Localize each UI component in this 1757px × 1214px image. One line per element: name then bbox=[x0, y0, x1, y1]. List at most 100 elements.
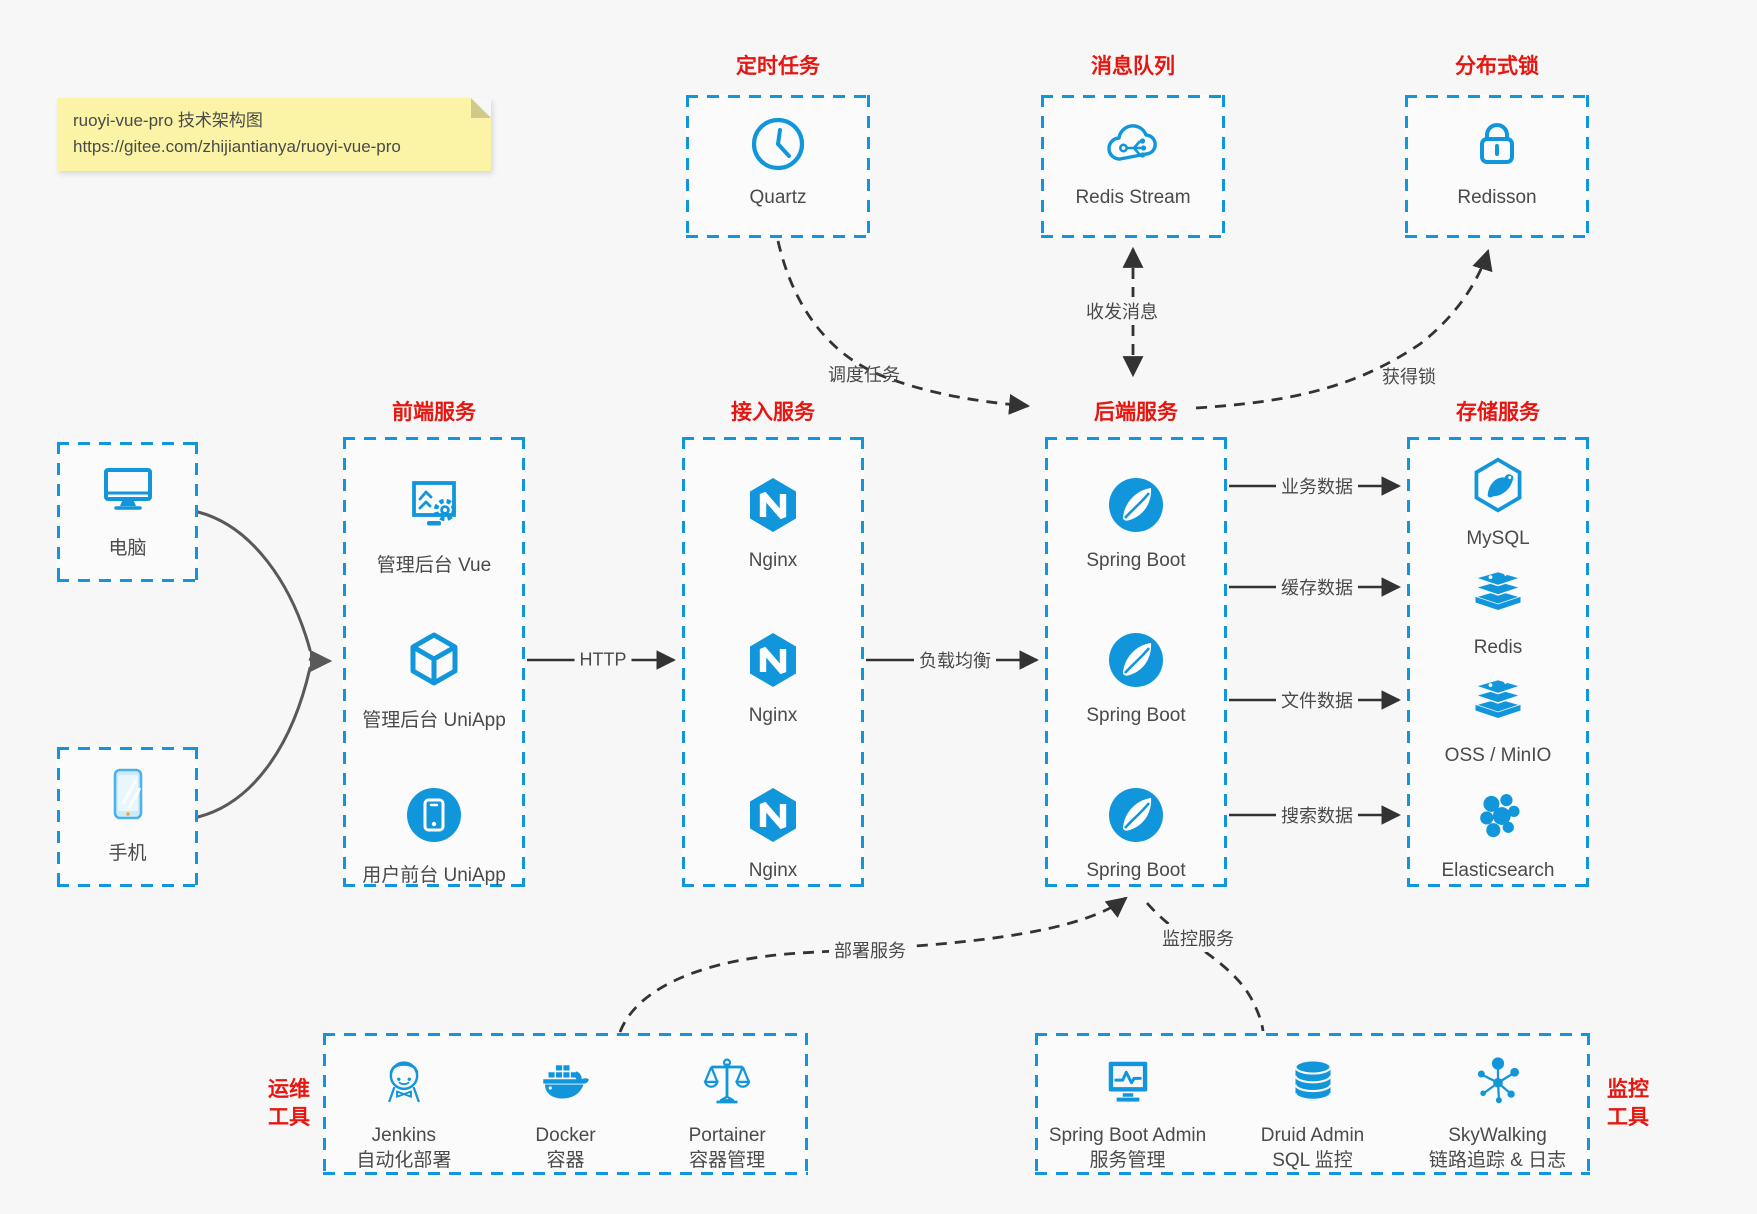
frontend-item-admin-uniapp: 管理后台 UniApp bbox=[343, 628, 525, 732]
edge-schedule-task bbox=[776, 240, 1031, 415]
user-uniapp-label: 用户前台 UniApp bbox=[362, 865, 506, 886]
title-message-queue: 消息队列 bbox=[1091, 55, 1175, 78]
edge-pc-to-frontend bbox=[196, 510, 312, 652]
skywalking-icon bbox=[1470, 1053, 1526, 1114]
redis-label: Redis bbox=[1473, 637, 1523, 658]
user-uniapp-icon bbox=[402, 783, 466, 852]
frontend-item-user-uniapp: 用户前台 UniApp bbox=[343, 783, 525, 887]
springboot-label: Spring Boot bbox=[1086, 705, 1186, 726]
pc-label: 电脑 bbox=[108, 538, 147, 559]
nginx-label: Nginx bbox=[748, 550, 798, 571]
monitor-item-spring-boot-admin: Spring Boot Admin 服务管理 bbox=[1035, 1033, 1220, 1175]
redis-stream-label: Redis Stream bbox=[1075, 187, 1191, 208]
desktop-icon bbox=[96, 457, 160, 526]
monitor-tools-side-label: 监控 工具 bbox=[1607, 1078, 1649, 1130]
clock-icon bbox=[746, 112, 810, 181]
monitor-item-skywalking: SkyWalking 链路追踪 & 日志 bbox=[1405, 1033, 1590, 1175]
springboot-label: Spring Boot bbox=[1086, 860, 1186, 881]
edge-label-file-data: 文件数据 bbox=[1276, 686, 1358, 714]
mysql-icon bbox=[1468, 455, 1528, 520]
access-item-nginx-2: Nginx bbox=[682, 628, 864, 727]
spring-boot-admin-label: Spring Boot Admin bbox=[1048, 1125, 1207, 1146]
edge-acquire-lock bbox=[1195, 248, 1493, 410]
ops-item-jenkins: Jenkins 自动化部署 bbox=[323, 1033, 485, 1175]
nginx-icon bbox=[741, 783, 805, 852]
box-ops-tools: Jenkins 自动化部署 Docker 容器 Portainer bbox=[323, 1033, 808, 1175]
box-backend: Spring Boot Spring Boot Spring Boot bbox=[1045, 437, 1227, 887]
edge-label-http: HTTP bbox=[574, 648, 632, 672]
edge-phone-to-frontend bbox=[196, 666, 312, 819]
spring-boot-admin-sub-label: 服务管理 bbox=[1089, 1150, 1166, 1172]
title-access: 接入服务 bbox=[731, 401, 815, 424]
title-backend: 后端服务 bbox=[1094, 401, 1178, 424]
spring-icon bbox=[1104, 783, 1168, 852]
edge-label-business-data: 业务数据 bbox=[1276, 472, 1358, 500]
mysql-label: MySQL bbox=[1466, 528, 1530, 549]
elasticsearch-icon bbox=[1468, 787, 1528, 852]
edge-label-lock: 获得锁 bbox=[1382, 367, 1436, 387]
box-pc: 电脑 bbox=[57, 442, 198, 582]
spring-icon bbox=[1104, 473, 1168, 542]
title-distributed-lock: 分布式锁 bbox=[1455, 55, 1539, 78]
redis-stack-icon bbox=[1468, 564, 1528, 629]
edge-clients-arrow bbox=[308, 649, 333, 673]
note-fold-corner bbox=[471, 98, 491, 118]
portainer-sub-label: 容器管理 bbox=[689, 1150, 766, 1172]
uniapp-cube-icon bbox=[402, 628, 466, 697]
sticky-note: ruoyi-vue-pro 技术架构图 https://gitee.com/zh… bbox=[57, 98, 491, 171]
ops-item-portainer: Portainer 容器管理 bbox=[646, 1033, 808, 1175]
oss-minio-label: OSS / MinIO bbox=[1444, 745, 1552, 766]
edge-deploy-service bbox=[618, 896, 1128, 1033]
spring-icon bbox=[1104, 628, 1168, 697]
redisson-label: Redisson bbox=[1457, 187, 1537, 208]
jenkins-sub-label: 自动化部署 bbox=[356, 1150, 452, 1172]
box-storage: MySQL Redis OSS / MinIO Elasticsearch bbox=[1407, 437, 1589, 887]
cloud-queue-icon bbox=[1101, 112, 1165, 181]
docker-label: Docker bbox=[535, 1125, 596, 1146]
storage-item-mysql: MySQL bbox=[1407, 455, 1589, 550]
admin-uniapp-label: 管理后台 UniApp bbox=[362, 710, 506, 731]
storage-item-redis: Redis bbox=[1407, 564, 1589, 659]
portainer-icon bbox=[699, 1053, 755, 1114]
edge-label-monitor-service: 监控服务 bbox=[1157, 924, 1239, 952]
druid-sub-label: SQL 监控 bbox=[1272, 1150, 1353, 1172]
docker-sub-label: 容器 bbox=[546, 1150, 585, 1172]
jenkins-label: Jenkins bbox=[371, 1125, 437, 1146]
note-url: https://gitee.com/zhijiantianya/ruoyi-vu… bbox=[73, 136, 401, 156]
phone-icon bbox=[96, 762, 160, 831]
phone-label: 手机 bbox=[108, 843, 147, 864]
backend-item-springboot-3: Spring Boot bbox=[1045, 783, 1227, 882]
box-phone: 手机 bbox=[57, 747, 198, 887]
title-frontend: 前端服务 bbox=[392, 401, 476, 424]
druid-icon bbox=[1285, 1053, 1341, 1114]
admin-vue-icon bbox=[402, 473, 466, 542]
monitor-item-druid: Druid Admin SQL 监控 bbox=[1220, 1033, 1405, 1175]
nginx-label: Nginx bbox=[748, 860, 798, 881]
storage-item-oss-minio: OSS / MinIO bbox=[1407, 672, 1589, 767]
springboot-label: Spring Boot bbox=[1086, 550, 1186, 571]
skywalking-label: SkyWalking bbox=[1448, 1125, 1547, 1146]
quartz-label: Quartz bbox=[749, 187, 807, 208]
skywalking-sub-label: 链路追踪 & 日志 bbox=[1428, 1150, 1567, 1172]
spring-boot-admin-icon bbox=[1100, 1053, 1156, 1114]
title-scheduled-task: 定时任务 bbox=[736, 55, 820, 78]
docker-icon bbox=[538, 1053, 594, 1114]
edge-label-search-data: 搜索数据 bbox=[1276, 801, 1358, 829]
jenkins-icon bbox=[376, 1053, 432, 1114]
backend-item-springboot-1: Spring Boot bbox=[1045, 473, 1227, 572]
box-access: Nginx Nginx Nginx bbox=[682, 437, 864, 887]
portainer-label: Portainer bbox=[688, 1125, 766, 1146]
edge-label-cache-data: 缓存数据 bbox=[1276, 573, 1358, 601]
box-redisson: Redisson bbox=[1405, 95, 1589, 238]
elasticsearch-label: Elasticsearch bbox=[1441, 860, 1555, 881]
lock-icon bbox=[1465, 112, 1529, 181]
edge-label-schedule-task: 调度任务 bbox=[828, 365, 900, 385]
ops-tools-side-label: 运维 工具 bbox=[268, 1078, 310, 1130]
box-frontend: 管理后台 Vue 管理后台 UniApp 用户前台 UniApp bbox=[343, 437, 525, 887]
druid-label: Druid Admin bbox=[1260, 1125, 1365, 1146]
storage-item-elasticsearch: Elasticsearch bbox=[1407, 787, 1589, 882]
title-storage: 存储服务 bbox=[1456, 401, 1540, 424]
access-item-nginx-3: Nginx bbox=[682, 783, 864, 882]
access-item-nginx-1: Nginx bbox=[682, 473, 864, 572]
nginx-icon bbox=[741, 473, 805, 542]
